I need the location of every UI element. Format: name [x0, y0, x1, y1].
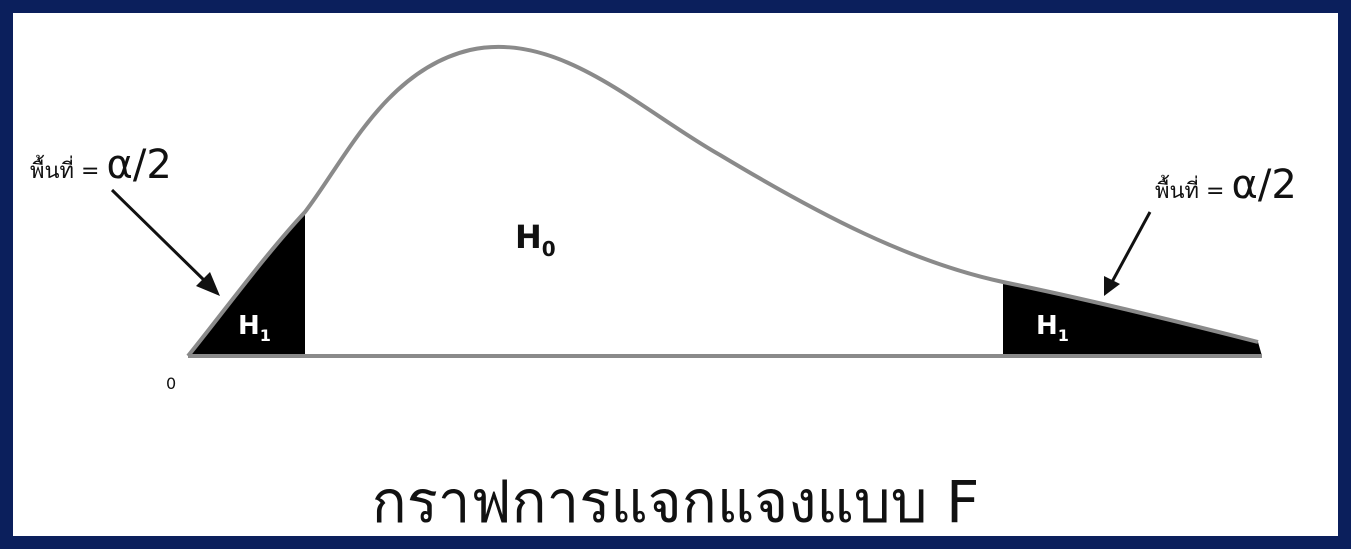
- right-area-prefix: พื้นที่ =: [1155, 175, 1231, 204]
- left-area-label: พื้นที่ = α/2: [30, 142, 172, 188]
- right-arrow: [1110, 211, 1152, 283]
- diagram-caption: กราฟการแจกแจงแบบ F: [371, 468, 980, 536]
- left-reject-subscript: 1: [260, 326, 271, 345]
- right-alpha-half: α/2: [1231, 162, 1296, 208]
- left-arrow: [110, 188, 210, 286]
- null-region-subscript: 0: [542, 237, 556, 261]
- f-density-curve: [186, 44, 1259, 358]
- right-reject-label: H1: [1036, 311, 1069, 345]
- left-alpha-half: α/2: [106, 142, 171, 188]
- left-area-prefix: พื้นที่ =: [30, 155, 106, 184]
- right-tail-region: [1003, 282, 1262, 356]
- right-area-label: พื้นที่ = α/2: [1155, 162, 1297, 208]
- origin-label: 0: [166, 374, 176, 393]
- null-region-letter: H: [515, 218, 542, 256]
- right-reject-subscript: 1: [1058, 326, 1069, 345]
- left-reject-letter: H: [238, 311, 260, 341]
- null-region-label: H0: [515, 218, 556, 261]
- right-reject-letter: H: [1036, 311, 1058, 341]
- left-arrowhead: [196, 272, 220, 296]
- right-arrowhead: [1104, 276, 1120, 296]
- left-reject-label: H1: [238, 311, 271, 345]
